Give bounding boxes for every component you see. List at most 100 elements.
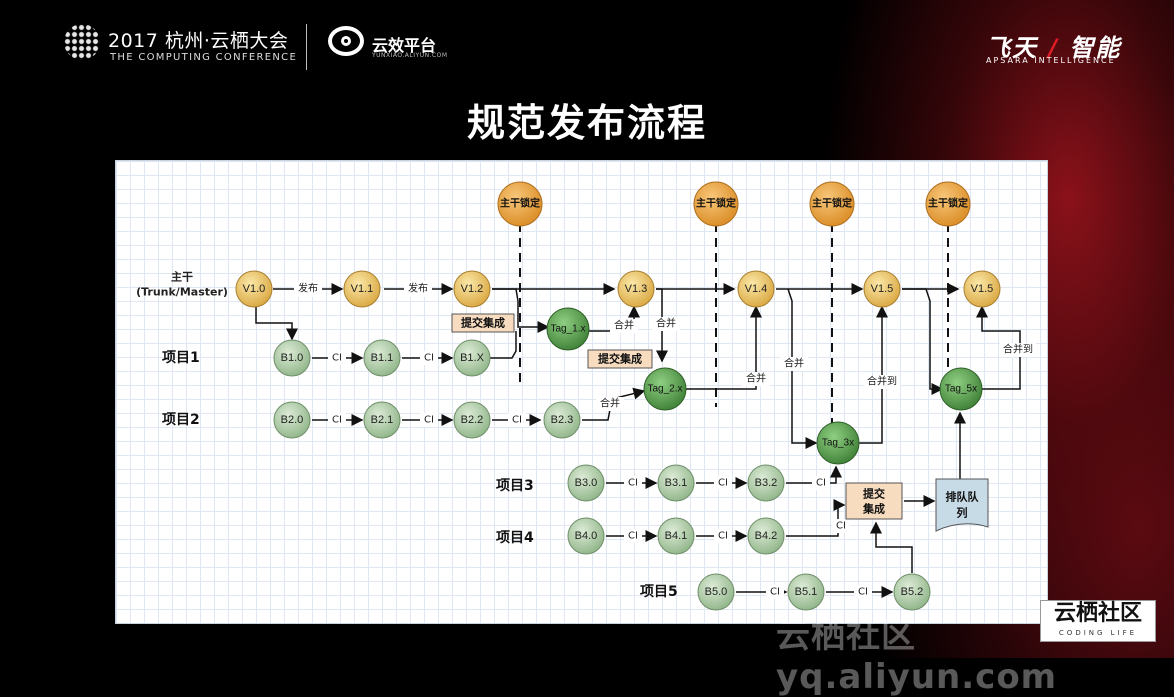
edge-label-ci: CI <box>332 415 342 426</box>
lock-node: 主干锁定 <box>497 181 543 227</box>
row-label-project1: 项目1 <box>162 350 200 366</box>
branch-label: B3.1 <box>665 477 688 489</box>
edge-label-ci: CI <box>424 353 434 364</box>
branch-node: B4.2 <box>747 517 785 555</box>
watermark-badge: 云栖社区 CODING LIFE <box>1040 600 1156 642</box>
branch-node: B1.0 <box>273 339 311 377</box>
row-label-project4: 项目4 <box>496 530 534 546</box>
edge-labels: 发布 发布 CI CI CI CI CI CI CI CI CI CI CI C… <box>294 281 1036 599</box>
brand-slash-icon: / <box>1038 34 1070 62</box>
edge-label-merge: 合并 <box>600 397 620 410</box>
branch-node: B5.2 <box>893 573 931 611</box>
submit-integration-label: 提交集成 <box>598 352 642 366</box>
trunk-label-line2: (Trunk/Master) <box>136 286 228 299</box>
edge-label-ci: CI <box>816 478 826 489</box>
branch-node: B3.2 <box>747 464 785 502</box>
branch-label: B5.1 <box>795 586 818 598</box>
lock-node: 主干锁定 <box>925 181 971 227</box>
branch-label: B2.3 <box>551 414 574 426</box>
branch-label: B1.X <box>460 352 485 364</box>
lock-label: 主干锁定 <box>928 197 968 210</box>
queue-box: 排队队 列 <box>935 478 989 532</box>
branch-label: B3.0 <box>575 477 598 489</box>
lock-label: 主干锁定 <box>812 197 852 210</box>
tag-label: Tag_1.x <box>550 324 585 335</box>
branch-node: B4.1 <box>657 517 695 555</box>
watermark-badge-title: 云栖社区 <box>1053 601 1142 626</box>
branch-node: B3.1 <box>657 464 695 502</box>
branch-node: B4.0 <box>567 517 605 555</box>
version-label: V1.4 <box>745 283 768 295</box>
yunxiao-logo-icon <box>328 26 364 56</box>
edge-label-publish-2: 发布 <box>408 282 428 295</box>
header-divider <box>306 24 307 70</box>
version-label: V1.3 <box>625 283 648 295</box>
branch-label: B2.0 <box>281 414 304 426</box>
slide-header: 2017 杭州·云栖大会 THE COMPUTING CONFERENCE 云效… <box>0 0 1174 90</box>
submit-integration-label-1: 提交 <box>863 487 885 501</box>
branch-node: B1.1 <box>363 339 401 377</box>
branch-label: B1.1 <box>371 352 394 364</box>
edge-label-ci: CI <box>332 353 342 364</box>
edge-label-ci: CI <box>718 478 728 489</box>
branch-node: B2.1 <box>363 401 401 439</box>
version-node: V1.5 <box>963 270 1001 308</box>
row-label-project5: 项目5 <box>640 584 678 600</box>
version-node: V1.4 <box>737 270 775 308</box>
conference-title: 2017 杭州·云栖大会 <box>108 30 289 52</box>
edge-label-ci: CI <box>628 478 638 489</box>
branch-node: B3.0 <box>567 464 605 502</box>
product-name: 云效平台 <box>372 36 437 55</box>
queue-label-2: 列 <box>957 506 968 520</box>
branch-node: B5.1 <box>787 573 825 611</box>
edge-label-ci: CI <box>718 531 728 542</box>
brand-title-a: 飞天 <box>986 34 1038 62</box>
branch-node: B2.2 <box>453 401 491 439</box>
edge-label-ci: CI <box>858 587 868 598</box>
branch-label: B4.1 <box>665 530 688 542</box>
tag-node: Tag_3x <box>816 421 860 465</box>
lock-node: 主干锁定 <box>693 181 739 227</box>
trunk-label-line1: 主干 <box>171 270 193 284</box>
edge-label-ci: CI <box>424 415 434 426</box>
branch-label: B2.1 <box>371 414 394 426</box>
product-domain: YUNXIAO.ALIYUN.COM <box>372 52 448 59</box>
edge-label-merge-to: 合并到 <box>867 375 897 388</box>
watermark-badge-sub: CODING LIFE <box>1058 629 1138 637</box>
branch-label: B2.2 <box>461 414 484 426</box>
brand-subtitle: APSARA INTELLIGENCE <box>986 56 1116 65</box>
branch-label: B3.2 <box>755 477 778 489</box>
row-label-project2: 项目2 <box>162 412 200 428</box>
lock-label: 主干锁定 <box>500 197 540 210</box>
conference-logo-icon <box>64 24 100 60</box>
edge-label-ci: CI <box>770 587 780 598</box>
branch-node: B2.3 <box>543 401 581 439</box>
branch-label: B1.0 <box>281 352 304 364</box>
tag-node: Tag_2.x <box>643 367 687 411</box>
version-node: V1.3 <box>617 270 655 308</box>
tag-node: Tag_5x <box>939 367 983 411</box>
edge-label-merge: 合并 <box>614 319 634 332</box>
version-label: V1.1 <box>351 283 374 295</box>
conference-subtitle: THE COMPUTING CONFERENCE <box>110 52 298 63</box>
version-node: V1.1 <box>343 270 381 308</box>
branch-label: B4.0 <box>575 530 598 542</box>
version-label: V1.0 <box>243 283 266 295</box>
edge-label-merge: 合并 <box>784 357 804 370</box>
tag-label: Tag_5x <box>945 384 977 395</box>
version-node: V1.0 <box>235 270 273 308</box>
version-label: V1.2 <box>461 283 484 295</box>
branch-node: B2.0 <box>273 401 311 439</box>
lock-node: 主干锁定 <box>809 181 855 227</box>
queue-label-1: 排队队 <box>946 490 980 504</box>
branch-label: B5.0 <box>705 586 728 598</box>
edge-label-ci: CI <box>512 415 522 426</box>
page-title: 规范发布流程 <box>466 101 707 145</box>
edge-label-ci: CI <box>628 531 638 542</box>
tag-label: Tag_2.x <box>647 384 682 395</box>
branch-label: B4.2 <box>755 530 778 542</box>
brand-title-b: 智能 <box>1069 34 1122 62</box>
edge-label-publish-1: 发布 <box>298 282 318 295</box>
submit-integration-box: 提交集成 <box>587 349 653 369</box>
edges <box>255 283 1021 598</box>
